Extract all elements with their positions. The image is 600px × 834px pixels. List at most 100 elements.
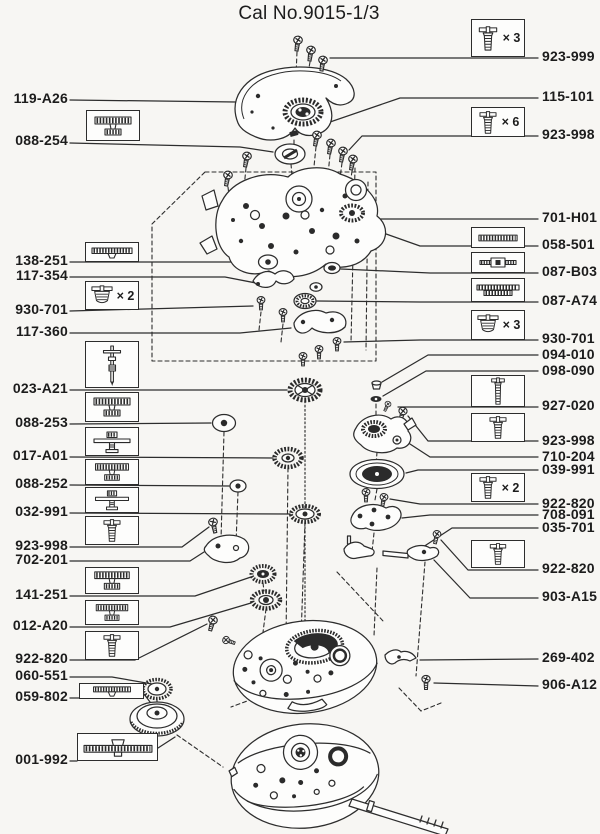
part-number-label: 088-252: [15, 475, 68, 491]
part-number-label: 922-820: [542, 495, 595, 511]
part-number-label: 923-998: [542, 126, 595, 142]
part-thumbnail-box: [85, 600, 139, 625]
part-number-label: 702-201: [15, 551, 68, 567]
part-thumbnail-box: [85, 392, 139, 422]
part-number-label: 088-254: [15, 132, 68, 148]
part-number-label: 094-010: [542, 346, 595, 362]
toothed-bar-icon: [477, 233, 519, 243]
screw-flat-icon: [90, 285, 114, 307]
part-thumbnail-box: [85, 631, 139, 660]
part-number-label: 098-090: [542, 362, 595, 378]
flat-wheel-icon: [90, 246, 134, 259]
part-number-label: 922-820: [542, 560, 595, 576]
part-number-label: 701-H01: [542, 209, 598, 225]
bottom-plate-drawing: [228, 723, 449, 834]
quantity-label: × 2: [116, 288, 135, 303]
part-number-label: 060-551: [15, 667, 68, 683]
part-number-label: 922-820: [15, 650, 68, 666]
part-thumbnail-box: [471, 227, 525, 248]
wide-wheel-icon: [82, 736, 154, 759]
part-thumbnail-box: × 3: [471, 19, 525, 57]
part-thumbnail-box: [86, 110, 140, 141]
pinion-icon: [92, 461, 132, 483]
part-thumbnail-box: [79, 683, 144, 699]
screw-icon: [477, 475, 499, 500]
quantity-label: × 6: [501, 115, 520, 129]
diagram-title: Cal No.9015-1/3: [238, 3, 380, 24]
main-plate-drawing: [232, 619, 378, 715]
screw-icon: [477, 110, 499, 135]
quantity-label: × 3: [502, 318, 521, 332]
part-number-label: 923-998: [542, 432, 595, 448]
part-thumbnail-box: [471, 413, 525, 442]
screws-drawing: [205, 34, 443, 691]
part-number-label: 117-354: [15, 267, 68, 283]
part-thumbnail-box: [471, 252, 525, 273]
pinion-icon: [92, 395, 132, 419]
screw-icon: [101, 633, 123, 658]
part-number-label: 035-701: [542, 519, 595, 535]
double-bar-icon: [475, 283, 521, 297]
part-number-label: 903-A15: [542, 588, 598, 604]
part-number-label: 906-A12: [542, 676, 598, 692]
train-wheels-drawing: [203, 377, 323, 611]
pinion-icon: [93, 602, 131, 623]
part-number-label: 039-991: [542, 461, 595, 477]
part-number-label: 923-999: [542, 48, 595, 64]
part-thumbnail-box: [85, 516, 139, 545]
part-number-label: 269-402: [542, 649, 595, 665]
part-thumbnail-box: × 3: [471, 310, 525, 340]
quantity-label: × 3: [502, 31, 521, 45]
part-number-label: 087-B03: [542, 263, 598, 279]
click-spring-drawing: [384, 649, 417, 665]
shaft-icon: [102, 344, 122, 386]
flat-wheel-icon: [84, 685, 140, 697]
part-number-label: 141-251: [15, 586, 68, 602]
screw-long-icon: [488, 377, 508, 406]
part-thumbnail-box: [85, 487, 139, 513]
part-number-label: 927-020: [542, 397, 595, 413]
part-number-label: 923-998: [15, 537, 68, 553]
part-thumbnail-box: [77, 733, 158, 761]
part-thumbnail-box: × 2: [85, 281, 139, 310]
part-number-label: 117-360: [15, 323, 68, 339]
part-number-label: 058-501: [542, 236, 595, 252]
part-thumbnail-box: [471, 278, 525, 302]
balance-assembly-drawing: [343, 380, 440, 562]
part-number-label: 012-A20: [12, 617, 68, 633]
part-thumbnail-box: [471, 540, 525, 568]
part-thumbnail-box: [85, 567, 139, 594]
part-thumbnail-box: × 6: [471, 107, 525, 137]
part-thumbnail-box: [85, 341, 139, 388]
pinion-icon: [92, 569, 132, 592]
part-thumbnail-box: [85, 242, 139, 262]
part-thumbnail-box: [85, 427, 139, 456]
screw-icon: [101, 518, 123, 543]
part-number-label: 710-204: [542, 448, 595, 464]
screw-icon: [487, 415, 509, 440]
part-thumbnail-box: [471, 375, 525, 407]
wheel-t-icon: [92, 489, 132, 511]
screw-flat-icon: [476, 314, 500, 336]
screw-icon: [487, 542, 509, 566]
part-number-label: 032-991: [15, 503, 68, 519]
part-thumbnail-box: [85, 459, 139, 485]
part-thumbnail-box: × 2: [471, 473, 525, 502]
part-number-label: 119-A26: [13, 90, 68, 106]
part-number-label: 088-253: [15, 414, 68, 430]
part-number-label: 059-802: [15, 688, 68, 704]
screw-icon: [476, 25, 500, 52]
pinion-icon: [93, 114, 133, 138]
part-number-label: 138-251: [15, 252, 68, 268]
part-number-label: 023-A21: [12, 380, 68, 396]
automatic-bridge-drawing: [199, 167, 387, 278]
oscillating-weight-drawing: [234, 66, 355, 165]
bridge-small-parts-drawing: [252, 254, 347, 334]
part-number-label: 087-A74: [542, 292, 598, 308]
part-number-label: 017-A01: [12, 447, 68, 463]
part-cross-icon: [478, 256, 518, 269]
part-number-label: 930-701: [15, 301, 68, 317]
wheel-t-icon: [92, 430, 132, 454]
